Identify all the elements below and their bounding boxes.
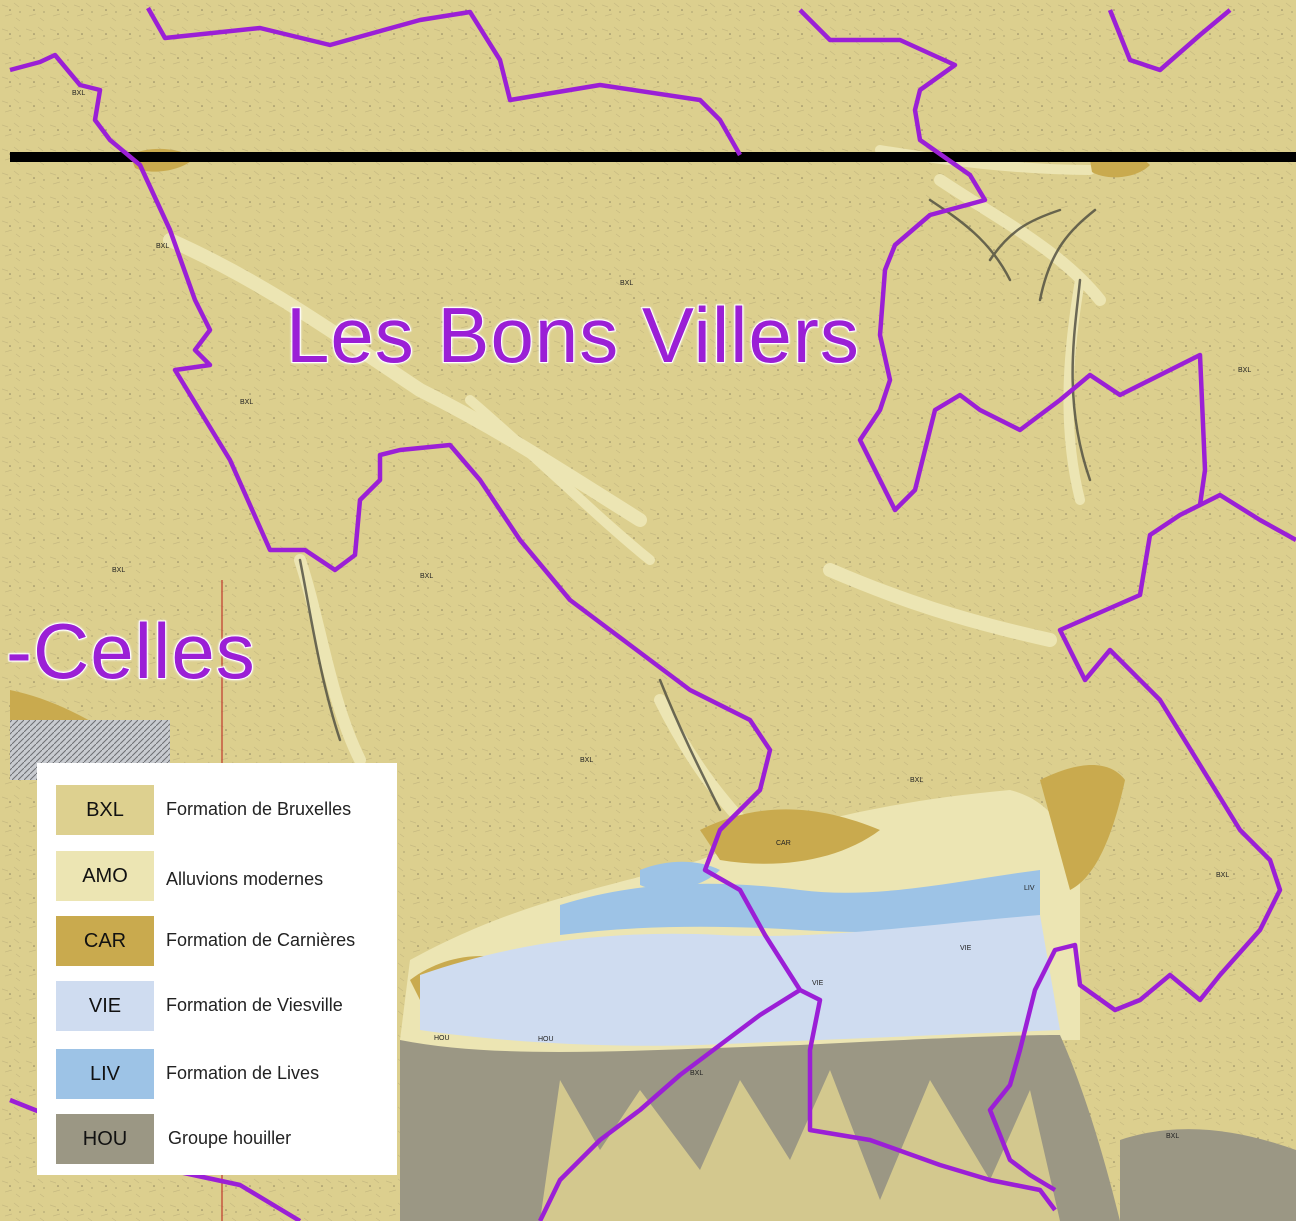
svg-text:CAR: CAR [776,840,791,847]
legend-label-liv: Formation de Lives [166,1063,320,1083]
legend-swatch-bxl: BXL [56,785,154,835]
svg-text:LIV: LIV [1024,885,1035,892]
svg-text:BXL: BXL [1216,872,1229,879]
legend-item-amo: AMO Alluvions modernes [56,851,396,901]
legend-swatch-vie: VIE [56,981,154,1031]
place-label-les-bons-villers: Les Bons Villers [285,291,860,379]
legend-swatch-hou: HOU [56,1114,154,1164]
svg-text:BXL: BXL [112,567,125,574]
svg-text:VIE: VIE [960,945,972,952]
svg-text:BXL: BXL [620,280,633,287]
vie-band [420,915,1060,1046]
bxl-fingers [540,1070,1060,1221]
legend-label-hou: Groupe houiller [168,1128,292,1148]
legend-item-vie: VIE Formation de Viesville [56,981,396,1031]
legend-label-amo: Alluvions modernes [166,869,324,889]
svg-text:BXL: BXL [240,399,253,406]
car-patch-2 [1040,765,1125,890]
streams [298,198,1097,812]
legend-label-car: Formation de Carnières [166,930,356,950]
legend-label-vie: Formation de Viesville [166,995,343,1015]
liv-patch [640,861,720,890]
car-patch-1 [700,809,880,864]
svg-text:BXL: BXL [72,90,85,97]
legend-item-liv: LIV Formation de Lives [56,1049,396,1099]
legend-swatch-car: CAR [56,916,154,966]
legend-item-car: CAR Formation de Carnières [56,916,396,966]
svg-text:BXL: BXL [1238,367,1251,374]
svg-text:BXL: BXL [156,243,169,250]
map-legend: BXL Formation de Bruxelles AMO Alluvions… [37,763,397,1175]
commune-boundaries [9,6,1296,1221]
svg-text:HOU: HOU [538,1036,554,1043]
svg-text:BXL: BXL [690,1070,703,1077]
legend-label-bxl: Formation de Bruxelles [166,799,352,819]
svg-text:BXL: BXL [1166,1133,1179,1140]
hou-area-east [1120,1129,1296,1221]
svg-text:HOU: HOU [434,1035,450,1042]
legend-item-hou: HOU Groupe houiller [56,1114,396,1164]
section-line [10,152,1296,162]
legend-swatch-liv: LIV [56,1049,154,1099]
legend-swatch-amo: AMO [56,851,154,901]
svg-text:VIE: VIE [812,980,824,987]
svg-text:BXL: BXL [910,777,923,784]
svg-text:BXL: BXL [580,757,593,764]
place-label-celles: -Celles [5,607,256,695]
legend-item-bxl: BXL Formation de Bruxelles [56,785,396,835]
svg-text:BXL: BXL [420,573,433,580]
